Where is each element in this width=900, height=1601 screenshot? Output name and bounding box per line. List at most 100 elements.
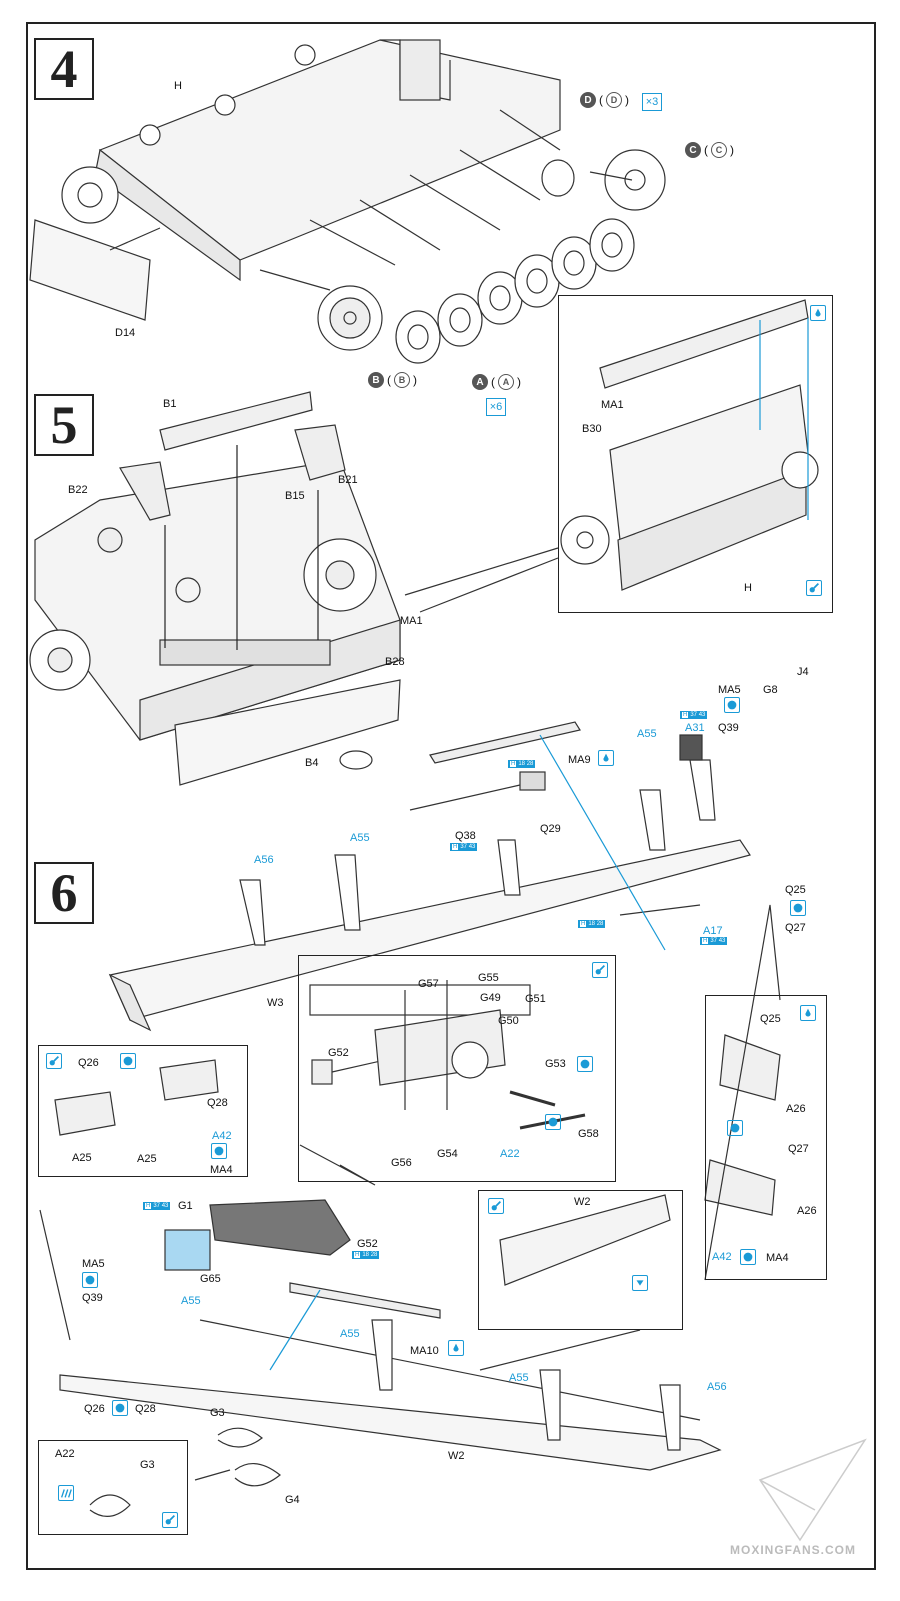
- glue-icon: [800, 1005, 816, 1021]
- part-label-g3: G3: [140, 1459, 155, 1471]
- sanding-icon: [58, 1485, 74, 1501]
- callout-b: B(B): [368, 372, 417, 388]
- part-label-q27: Q27: [785, 922, 806, 934]
- cement-icon: [806, 580, 822, 596]
- optional-part-icon: [740, 1249, 756, 1265]
- multiplier-a: ×6: [486, 398, 506, 416]
- part-label-g3-top: G3: [210, 1407, 225, 1419]
- part-label-g52-inset: G52: [328, 1047, 349, 1059]
- optional-part-icon: [545, 1114, 561, 1130]
- step5-detail-inset: [558, 295, 833, 613]
- part-label-w3: W3: [267, 997, 284, 1009]
- part-label-g55: G55: [478, 972, 499, 984]
- part-label-w2-inset: W2: [574, 1196, 591, 1208]
- part-label-g53: G53: [545, 1058, 566, 1070]
- part-label-h: H: [174, 80, 182, 92]
- part-label-a26-b: A26: [797, 1205, 817, 1217]
- part-label-g8: G8: [763, 684, 778, 696]
- part-label-d14: D14: [115, 327, 136, 339]
- part-label-a17: A17: [703, 925, 723, 937]
- part-label-a56-bottom: A56: [707, 1381, 727, 1393]
- inset-label-h: H: [744, 582, 752, 594]
- part-label-g50: G50: [498, 1015, 519, 1027]
- page-frame: [26, 22, 876, 1570]
- part-label-g65: G65: [200, 1273, 221, 1285]
- part-label-q27-inset: Q27: [788, 1143, 809, 1155]
- optional-part-icon: [82, 1272, 98, 1288]
- part-label-a26-a: A26: [786, 1103, 806, 1115]
- part-label-q25: Q25: [785, 884, 806, 896]
- cement-icon: [162, 1512, 178, 1528]
- cement-icon: [46, 1053, 62, 1069]
- part-label-a56-top: A56: [254, 854, 274, 866]
- part-label-ma10: MA10: [410, 1345, 439, 1357]
- part-label-g58: G58: [578, 1128, 599, 1140]
- step6-gun-inset: [298, 955, 616, 1182]
- part-label-b28: B28: [385, 656, 405, 668]
- part-label-g54: G54: [437, 1148, 458, 1160]
- part-label-b4: B4: [305, 757, 319, 769]
- optional-part-icon: [724, 697, 740, 713]
- part-label-q25-inset: Q25: [760, 1013, 781, 1025]
- part-label-b15: B15: [285, 490, 305, 502]
- part-label-a55-b2: A55: [340, 1328, 360, 1340]
- cement-icon: [488, 1198, 504, 1214]
- part-label-j4: J4: [797, 666, 809, 678]
- part-label-ma4-inset: MA4: [210, 1164, 233, 1176]
- step6-left-inset: [38, 1045, 248, 1177]
- watermark-plane-icon: [758, 1438, 867, 1542]
- part-label-q26: Q26: [84, 1403, 105, 1415]
- drill-hole-icon: [632, 1275, 648, 1291]
- part-label-q29: Q29: [540, 823, 561, 835]
- part-label-ma1: MA1: [400, 615, 423, 627]
- part-label-a55-mid: A55: [350, 832, 370, 844]
- part-label-q39-bottom: Q39: [82, 1292, 103, 1304]
- part-label-q39-top: Q39: [718, 722, 739, 734]
- part-label-q28: Q28: [135, 1403, 156, 1415]
- inset-label-ma1: MA1: [601, 399, 624, 411]
- part-label-g4: G4: [285, 1494, 300, 1506]
- glue-icon: [598, 750, 614, 766]
- step6-w2-inset: [478, 1190, 683, 1330]
- part-label-a55-b3: A55: [509, 1372, 529, 1384]
- part-label-g51: G51: [525, 993, 546, 1005]
- callout-c: C(C): [685, 142, 734, 158]
- part-label-a22: A22: [55, 1448, 75, 1460]
- part-label-b1: B1: [163, 398, 177, 410]
- part-label-g57: G57: [418, 978, 439, 990]
- part-label-ma5-top: MA5: [718, 684, 741, 696]
- optional-part-icon: [120, 1053, 136, 1069]
- part-label-a42-inset: A42: [212, 1130, 232, 1142]
- part-label-q38: Q38: [455, 830, 476, 842]
- part-label-g56: G56: [391, 1157, 412, 1169]
- part-label-a22-inset: A22: [500, 1148, 520, 1160]
- part-label-b21: B21: [338, 474, 358, 486]
- part-label-a55-b1: A55: [181, 1295, 201, 1307]
- optional-part-icon: [790, 900, 806, 916]
- callout-d: D(D): [580, 92, 629, 108]
- step-6-number: 6: [50, 863, 78, 923]
- part-label-g49: G49: [480, 992, 501, 1004]
- step-5-box: 5: [34, 394, 94, 456]
- glue-icon: [810, 305, 826, 321]
- optional-part-icon: [577, 1056, 593, 1072]
- part-label-a31: A31: [685, 722, 705, 734]
- inset-label-b30: B30: [582, 423, 602, 435]
- glue-icon: [448, 1340, 464, 1356]
- part-label-a25-b: A25: [137, 1153, 157, 1165]
- optional-part-icon: [211, 1143, 227, 1159]
- step6-right-inset: [705, 995, 827, 1280]
- part-label-ma9: MA9: [568, 754, 591, 766]
- multiplier-d: ×3: [642, 93, 662, 111]
- part-label-a55-top: A55: [637, 728, 657, 740]
- part-label-b22: B22: [68, 484, 88, 496]
- step-6-box: 6: [34, 862, 94, 924]
